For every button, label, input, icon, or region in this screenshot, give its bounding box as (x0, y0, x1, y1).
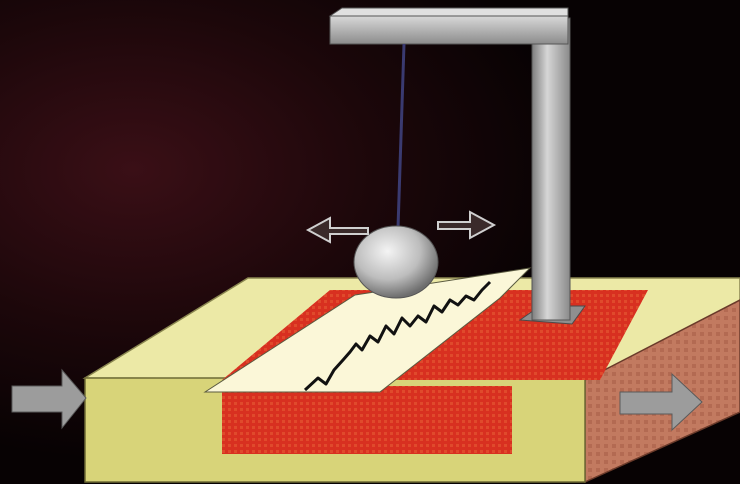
red-layer-front (222, 386, 512, 454)
frame-arm-face (330, 16, 568, 44)
pendulum-mass (354, 226, 438, 298)
frame-post (532, 18, 570, 320)
